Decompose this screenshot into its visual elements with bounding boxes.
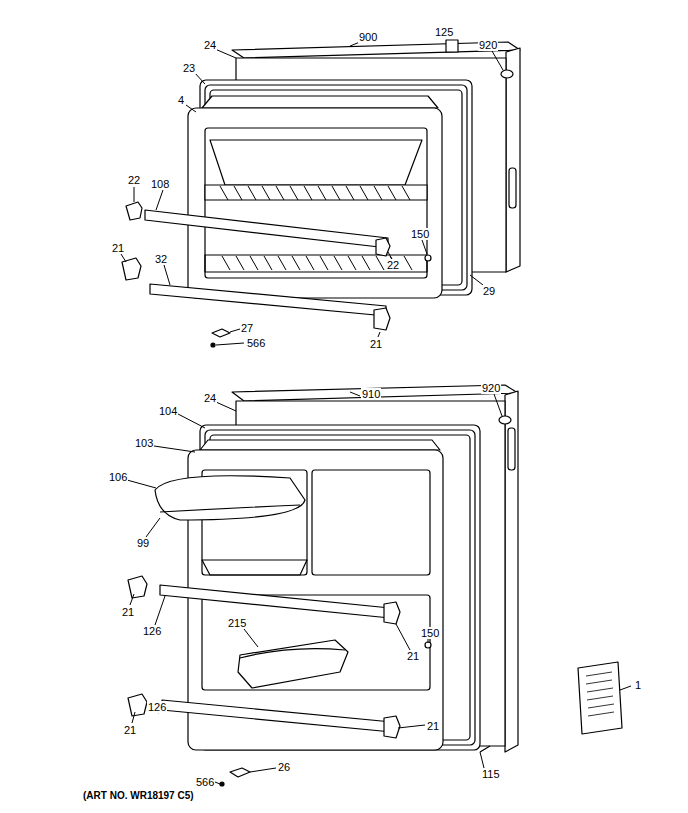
callout-number: 125 bbox=[434, 26, 454, 38]
callout-number: 26 bbox=[277, 761, 291, 773]
callout-number: 104 bbox=[158, 405, 178, 417]
callout-number: 1 bbox=[634, 679, 642, 691]
callout-number: 150 bbox=[410, 228, 430, 240]
callout-number: 21 bbox=[369, 338, 383, 350]
callout-number: 920 bbox=[478, 39, 498, 51]
callout-number: 150 bbox=[420, 627, 440, 639]
callout-number: 920 bbox=[481, 382, 501, 394]
callout-number: 126 bbox=[147, 701, 167, 713]
art-number-caption: (ART NO. WR18197 C5) bbox=[82, 790, 195, 802]
callout-number: 21 bbox=[426, 720, 440, 732]
callout-number: 910 bbox=[361, 388, 381, 400]
callout-number: 215 bbox=[227, 617, 247, 629]
callout-number: 32 bbox=[154, 253, 168, 265]
callout-number: 21 bbox=[406, 650, 420, 662]
callout-number: 29 bbox=[482, 285, 496, 297]
callout-number: 22 bbox=[386, 259, 400, 271]
callout-number: 99 bbox=[136, 537, 150, 549]
callout-number: 108 bbox=[150, 178, 170, 190]
callout-number: 4 bbox=[177, 94, 185, 106]
callout-number: 24 bbox=[203, 39, 217, 51]
callout-number: 21 bbox=[111, 242, 125, 254]
callout-number: 106 bbox=[108, 471, 128, 483]
callout-number: 27 bbox=[240, 322, 254, 334]
callout-number: 103 bbox=[134, 437, 154, 449]
callout-number: 23 bbox=[182, 62, 196, 74]
callout-number: 22 bbox=[127, 174, 141, 186]
callout-number: 115 bbox=[481, 768, 501, 780]
callout-number: 566 bbox=[195, 776, 215, 788]
callout-number: 900 bbox=[358, 31, 378, 43]
callout-number: 566 bbox=[246, 337, 266, 349]
callout-number: 21 bbox=[123, 724, 137, 736]
callout-number: 24 bbox=[203, 392, 217, 404]
callout-number: 126 bbox=[142, 625, 162, 637]
callout-number: 21 bbox=[121, 606, 135, 618]
